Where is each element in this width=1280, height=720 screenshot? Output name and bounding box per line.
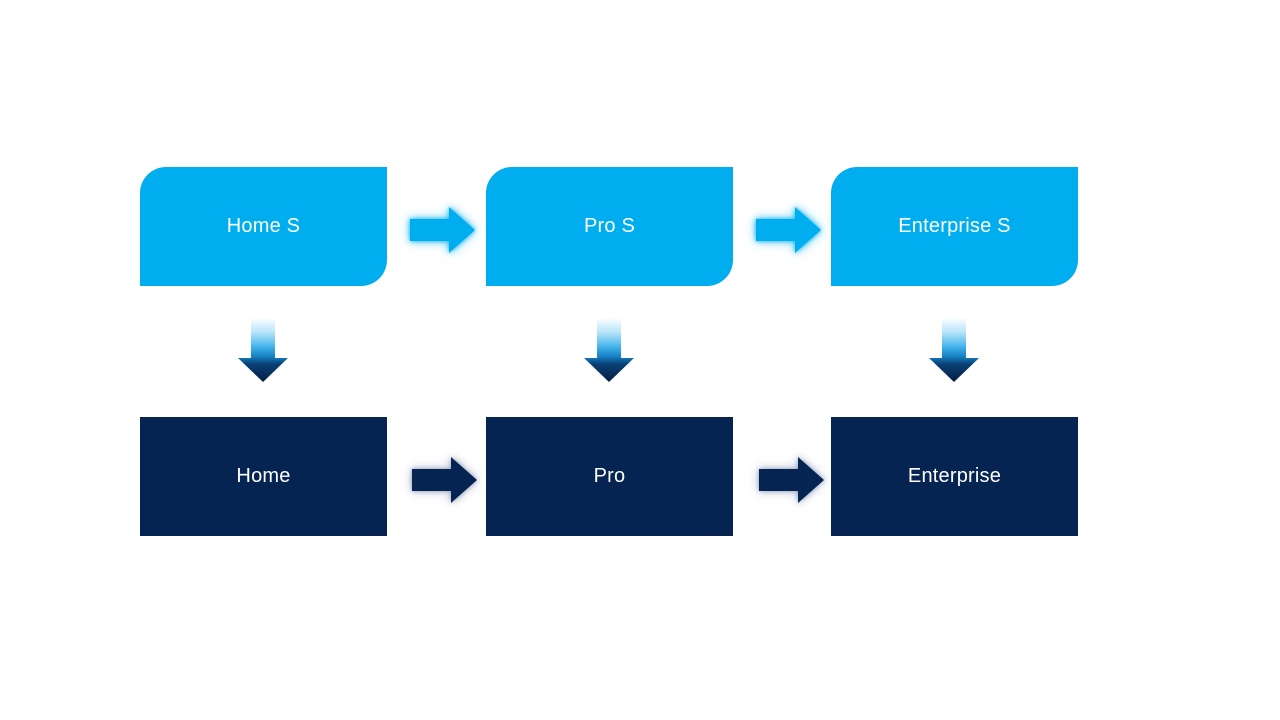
box-label: Home	[236, 465, 291, 487]
right-arrow-icon	[412, 457, 477, 503]
box-label: Pro S	[583, 215, 636, 237]
right-arrow-icon	[756, 207, 821, 253]
right-arrow-icon	[759, 457, 824, 503]
box-enterprise-s: Enterprise S	[831, 167, 1078, 286]
box-label: Enterprise	[907, 465, 1002, 487]
box-label: Home S	[226, 215, 301, 237]
down-arrow-icon	[584, 318, 634, 382]
box-pro: Pro	[486, 417, 733, 536]
down-arrow-icon	[238, 318, 288, 382]
box-enterprise: Enterprise	[831, 417, 1078, 536]
right-arrow-icon	[410, 207, 475, 253]
box-label: Enterprise S	[898, 215, 1011, 237]
box-label: Pro	[593, 465, 626, 487]
box-pro-s: Pro S	[486, 167, 733, 286]
box-home-s: Home S	[140, 167, 387, 286]
down-arrow-icon	[929, 318, 979, 382]
box-home: Home	[140, 417, 387, 536]
